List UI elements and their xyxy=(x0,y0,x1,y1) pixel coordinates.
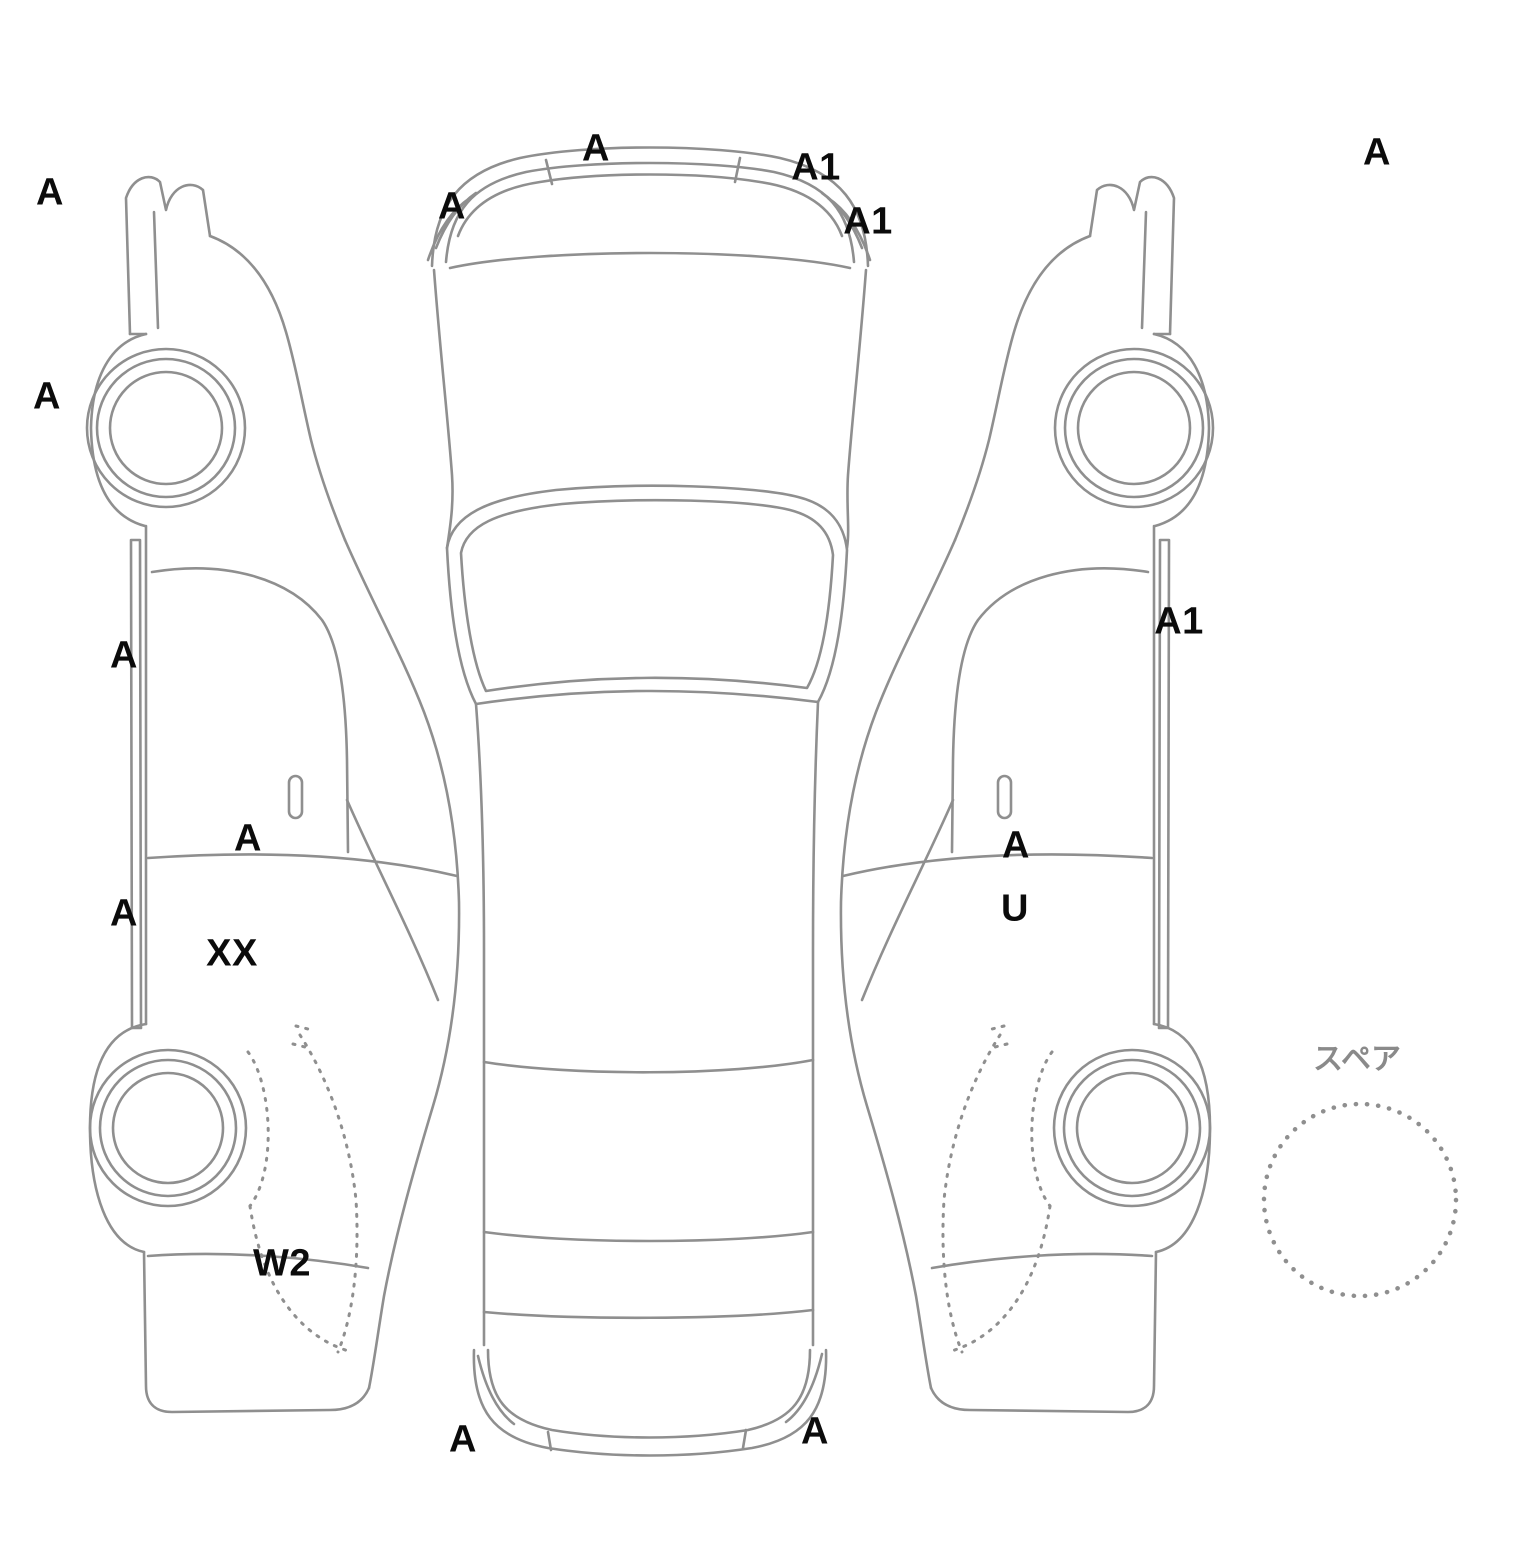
top-view xyxy=(426,146,872,1457)
damage-label-right-front-area: A xyxy=(1363,131,1391,174)
damage-label-left-rear-quarter: W2 xyxy=(253,1242,311,1285)
damage-label-rear-bumper-left: A xyxy=(449,1418,477,1461)
spare-tire-label: スペア xyxy=(1313,1043,1401,1076)
damage-label-left-front-wheel: A xyxy=(33,375,61,418)
damage-label-front-right-corner: A1 xyxy=(843,200,893,243)
damage-label-front-bumper-right: A1 xyxy=(791,146,841,189)
right-side-view xyxy=(839,175,1215,1414)
damage-label-rear-bumper-right: A xyxy=(801,1410,829,1453)
damage-label-left-rocker-front: A xyxy=(110,634,138,677)
damage-label-left-rear-door: XX xyxy=(206,932,258,975)
damage-label-right-door-lower: U xyxy=(1001,887,1029,930)
damage-label-front-bumper-left: A xyxy=(438,185,466,228)
damage-label-front-bumper-center: A xyxy=(582,127,610,170)
left-side-view xyxy=(85,175,461,1414)
spare-tire-circle xyxy=(1261,1101,1459,1299)
damage-label-right-rocker: A1 xyxy=(1154,600,1204,643)
damage-label-left-rocker-rear: A xyxy=(110,892,138,935)
damage-label-left-front-pillar: A xyxy=(36,171,64,214)
damage-label-left-front-door: A xyxy=(234,817,262,860)
damage-label-right-front-door: A xyxy=(1002,824,1030,867)
